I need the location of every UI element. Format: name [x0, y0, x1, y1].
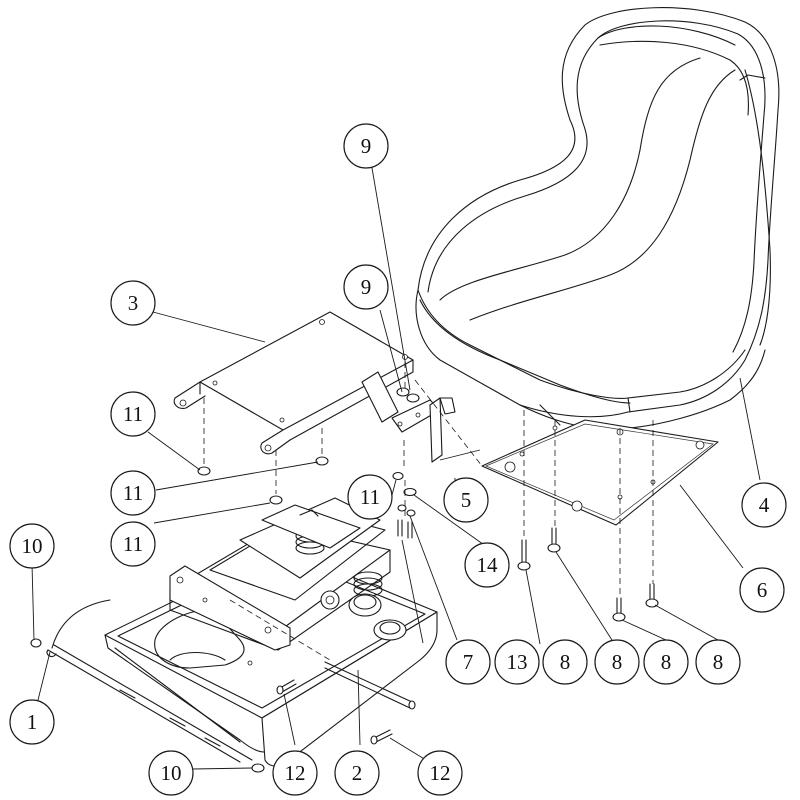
callout-12-b: 12: [417, 750, 463, 796]
callout-label: 10: [161, 761, 182, 785]
callout-label: 2: [352, 761, 363, 785]
callout-label: 1: [27, 710, 38, 734]
mounting-plate: [173, 311, 414, 455]
screw-12-b: [370, 729, 393, 745]
callout-label: 9: [361, 275, 372, 299]
callout-label: 14: [477, 553, 499, 577]
leader-lines: [31, 167, 761, 770]
callout-10-a: 10: [9, 523, 55, 569]
washer-14: [403, 487, 417, 497]
callout-5: 5: [443, 477, 489, 523]
callout-2: 2: [334, 750, 380, 796]
callout-8-b: 8: [594, 639, 640, 685]
callout-label: 4: [759, 493, 770, 517]
callout-7: 7: [445, 639, 491, 685]
callout-1: 1: [9, 699, 55, 745]
callout-label: 8: [713, 650, 724, 674]
nut-10-b: [251, 763, 265, 773]
callout-14: 14: [464, 542, 510, 588]
callout-11-a: 11: [110, 391, 156, 437]
spring-rear: [353, 571, 383, 597]
callout-label: 7: [463, 650, 474, 674]
bolt-8-c: [612, 597, 626, 622]
lever-bar: [324, 661, 416, 710]
bolt-8-a: [517, 539, 531, 571]
callout-4: 4: [741, 482, 787, 528]
suspension-base: [104, 497, 438, 767]
bolt-8-b: [547, 527, 561, 553]
callout-6: 6: [739, 567, 785, 613]
callout-11-b: 11: [110, 470, 156, 516]
washer-13-a: [397, 504, 407, 512]
screw-12-a: [276, 679, 297, 695]
adjustment-knob: [348, 593, 407, 641]
nut-11-d: [392, 471, 404, 481]
callout-10-b: 10: [148, 750, 194, 796]
callout-label: 9: [361, 134, 372, 158]
callout-11-d: 11: [347, 474, 393, 520]
callout-label: 12: [430, 761, 451, 785]
callout-label: 13: [507, 650, 528, 674]
seat-cushion: [415, 7, 780, 431]
callout-8-c: 8: [643, 639, 689, 685]
callout-8-a: 8: [542, 639, 588, 685]
callout-label: 11: [123, 532, 143, 556]
adjustment-rod: [46, 599, 253, 763]
callout-label: 12: [285, 761, 306, 785]
callout-label: 5: [461, 488, 472, 512]
nut-11-b: [315, 456, 329, 466]
bolt-8-d: [645, 583, 659, 608]
callout-label: 10: [22, 534, 43, 558]
callout-label: 8: [560, 650, 571, 674]
nut-11-c: [269, 495, 283, 505]
bolt-7: [397, 519, 413, 539]
callout-label: 11: [360, 485, 380, 509]
callout-label: 6: [757, 578, 768, 602]
callout-9-b: 9: [343, 264, 389, 310]
nut-10-a: [30, 638, 42, 648]
callout-label: 11: [123, 481, 143, 505]
callout-3: 3: [110, 280, 156, 326]
callout-label: 8: [612, 650, 623, 674]
seat-base-plate: [481, 419, 719, 526]
bracket: [361, 371, 456, 463]
washer-13-b: [406, 509, 416, 517]
callout-12-a: 12: [272, 750, 318, 796]
assembly-lines: [203, 362, 654, 661]
nut-11-a: [197, 466, 211, 476]
callout-13: 13: [494, 639, 540, 685]
callout-11-c: 11: [110, 521, 156, 567]
callout-9-a: 9: [343, 123, 389, 169]
callout-label: 3: [128, 291, 139, 315]
callout-label: 11: [123, 402, 143, 426]
callout-label: 8: [661, 650, 672, 674]
callout-8-d: 8: [695, 639, 741, 685]
nut-9-top: [396, 387, 420, 403]
